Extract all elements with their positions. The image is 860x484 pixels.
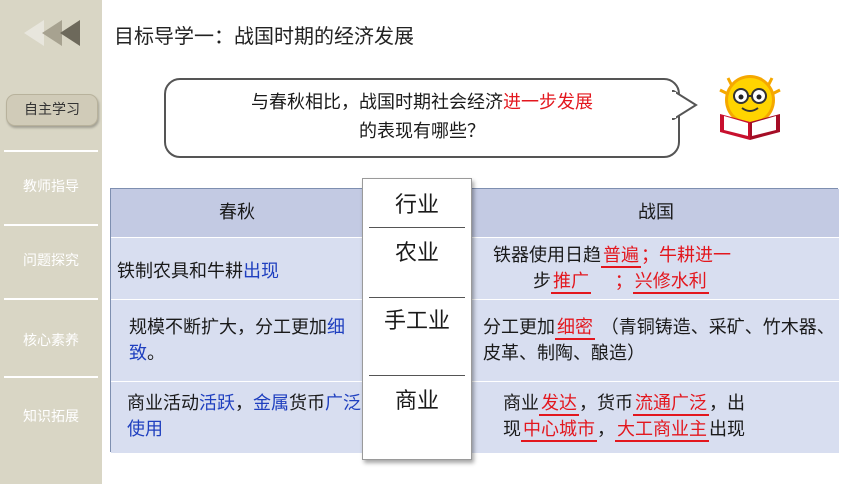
- row-divider: [111, 299, 839, 300]
- agri-spring-autumn: 铁制农具和牛耕出现: [117, 261, 279, 282]
- page-title: 目标导学一：战国时期的经济发展: [114, 24, 414, 48]
- bubble-tail: [672, 90, 698, 120]
- row-divider: [111, 381, 839, 382]
- reading-smiley-icon: [719, 75, 781, 140]
- row-divider: [111, 237, 839, 238]
- industry-column: 行业 农业 手工业 商业: [362, 178, 472, 460]
- industry-commerce: 商业: [394, 389, 439, 414]
- header-warring-states: 战国: [638, 202, 674, 223]
- sidebar: 自主学习 教师指导 问题探究 核心素养 知识拓展: [0, 0, 102, 484]
- nav-divider: [4, 298, 98, 300]
- nav-item-knowledge-extend[interactable]: 知识拓展: [23, 409, 79, 425]
- industry-header: 行业: [394, 193, 439, 218]
- nav-item-core-literacy[interactable]: 核心素养: [23, 333, 79, 349]
- commerce-spring-autumn: 商业活动活跃，金属货币广泛使用: [127, 393, 361, 440]
- craft-warring-states: 分工更加细密 （青铜铸造、采矿、竹木器、皮革、制陶、酿造）: [483, 317, 835, 364]
- nav-divider: [4, 150, 98, 152]
- comparison-table: 春秋 战国 铁制农具和牛耕出现 铁器使用日趋普遍；牛耕进一 步推广 ；兴修水利 …: [110, 188, 839, 453]
- column-divider: [369, 297, 465, 298]
- question-text: 与春秋相比，战国时期社会经济进一步发展 的表现有哪些？: [251, 92, 593, 142]
- nav-item-self-study[interactable]: 自主学习: [6, 94, 98, 126]
- column-divider: [369, 375, 465, 376]
- column-divider: [369, 227, 465, 228]
- back-arrows-icon[interactable]: [24, 18, 82, 48]
- commerce-warring-states: 商业发达，货币流通广泛，出 现中心城市，大工商业主出现: [503, 393, 745, 442]
- nav-item-teacher-guide[interactable]: 教师指导: [23, 179, 79, 195]
- table-background: [111, 189, 839, 453]
- agri-warring-states: 铁器使用日趋普遍；牛耕进一 步推广 ；兴修水利: [493, 245, 731, 294]
- industry-handicraft: 手工业: [383, 309, 450, 334]
- nav-divider: [4, 224, 98, 226]
- craft-spring-autumn: 规模不断扩大，分工更加细致。: [129, 317, 345, 364]
- nav-divider: [4, 376, 98, 378]
- nav-item-problem-explore[interactable]: 问题探究: [23, 253, 79, 269]
- header-spring-autumn: 春秋: [219, 202, 255, 223]
- question-bubble: [164, 78, 680, 158]
- industry-agriculture: 农业: [394, 241, 439, 266]
